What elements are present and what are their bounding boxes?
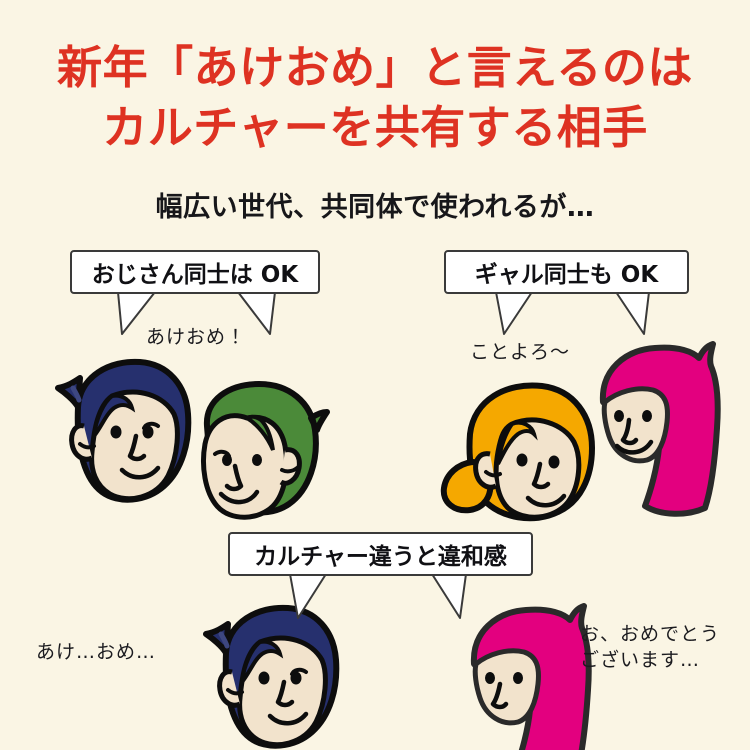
caption-akeome: あけおめ！ — [146, 326, 247, 348]
bubble-culture-text: カルチャー違うと違和感 — [254, 544, 507, 570]
caption-ake-ome-hesitant: あけ…おめ… — [36, 641, 157, 663]
character-blue-hair-man-top — [55, 358, 192, 503]
page-title: 新年「あけおめ」と言えるのは カルチャーを共有する相手 — [0, 38, 750, 158]
bubble-gyaru: ギャル同士も OK — [444, 250, 689, 294]
caption-kotoyoro: ことよろ〜 — [470, 341, 571, 363]
caption-omedetou: お、おめでとう ございます… — [580, 623, 721, 671]
subtitle: 幅広い世代、共同体で使われるが… — [155, 192, 595, 223]
headline-line-2: カルチャーを共有する相手 — [102, 100, 648, 154]
character-green-hair-man-top — [201, 381, 330, 520]
bubble-culture-tails — [286, 572, 474, 619]
character-blue-hair-man-bottom — [203, 604, 340, 749]
bubble-gyaru-tails — [492, 290, 654, 335]
bubble-ojisan-text: おじさん同士は OK — [91, 262, 299, 288]
character-magenta-hair-woman-top — [599, 341, 721, 517]
bubble-culture: カルチャー違うと違和感 — [228, 532, 533, 576]
character-blonde-ponytail-woman-top — [440, 382, 595, 522]
bubble-gyaru-text: ギャル同士も OK — [474, 262, 659, 288]
character-magenta-hair-woman-bottom — [470, 603, 592, 750]
bubble-ojisan: おじさん同士は OK — [70, 250, 320, 294]
headline-line-1: 新年「あけおめ」と言えるのは — [57, 41, 693, 94]
